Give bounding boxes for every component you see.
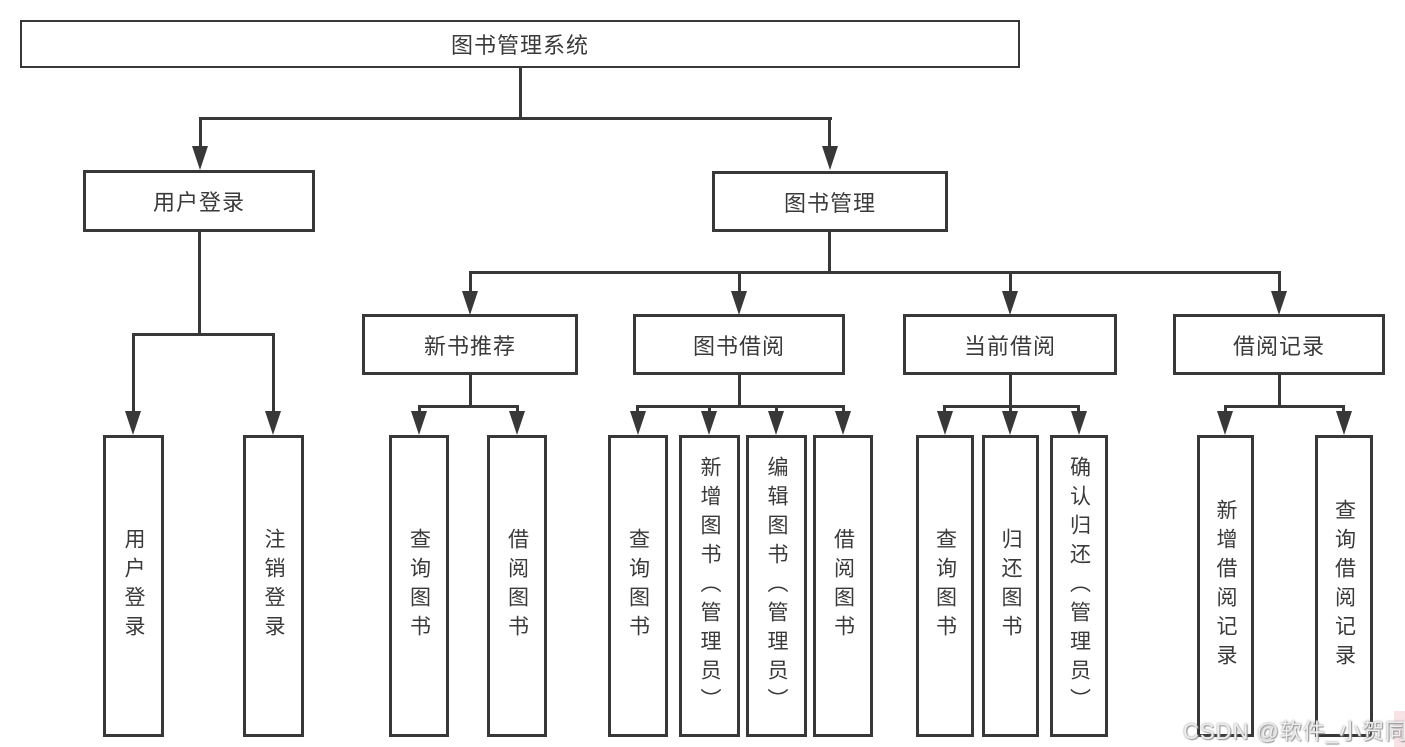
leaf-user-login-label: 用户登录 <box>122 528 145 644</box>
connector-drop-recommend-query <box>418 405 421 414</box>
arrow-to-recommend-query <box>411 411 427 435</box>
connector-book-borrow-stem <box>738 375 741 408</box>
node-user-login: 用户登录 <box>83 170 315 232</box>
connector-drop-bb-edit <box>775 405 778 414</box>
leaf-query-borrow-record-label: 查询借阅记录 <box>1332 499 1356 673</box>
arrow-to-cb-query <box>937 411 953 435</box>
leaf-return-books: 归还图书 <box>982 435 1039 737</box>
node-root-label: 图书管理系统 <box>450 33 589 58</box>
node-root: 图书管理系统 <box>20 20 1020 68</box>
arrow-to-cb-return <box>1002 411 1018 435</box>
arrow-to-leaf-logout <box>265 411 281 435</box>
leaf-logout: 注销登录 <box>243 435 304 737</box>
arrow-to-borrow-records <box>1271 291 1287 315</box>
node-book-borrow-label: 图书借阅 <box>692 333 785 359</box>
leaf-confirm-return-admin-label: 确认归还（管理员） <box>1067 455 1091 717</box>
arrow-to-bb-edit <box>768 411 784 435</box>
leaf-confirm-return-admin: 确认归还（管理员） <box>1050 435 1108 737</box>
connector-root-splitter <box>199 117 832 120</box>
leaf-recommend-query-books-label: 查询图书 <box>407 528 431 644</box>
arrow-to-current-borrow <box>1002 291 1018 315</box>
connector-user-login-stem <box>198 232 201 335</box>
connector-drop-leaf-logout <box>272 333 275 413</box>
node-book-management: 图书管理 <box>712 171 948 232</box>
connector-book-management-stem <box>828 232 831 274</box>
arrow-to-br-query <box>1336 411 1352 435</box>
node-current-borrow-label: 当前借阅 <box>963 333 1056 359</box>
connector-borrow-records-splitter <box>1224 405 1345 408</box>
connector-drop-borrow-records <box>1278 271 1281 293</box>
connector-drop-current-borrow <box>1009 271 1012 293</box>
connector-drop-bb-query <box>636 405 639 414</box>
leaf-recommend-borrow-books-label: 借阅图书 <box>505 528 529 644</box>
connector-drop-cb-confirm <box>1077 405 1080 414</box>
connector-drop-cb-query <box>943 405 946 414</box>
leaf-logout-label: 注销登录 <box>262 528 285 644</box>
leaf-user-login: 用户登录 <box>103 435 164 737</box>
arrow-to-cb-confirm <box>1071 411 1087 435</box>
connector-root-stem <box>519 66 522 120</box>
connector-drop-book-management <box>828 117 831 149</box>
connector-drop-recommend-borrow <box>516 405 519 414</box>
connector-borrow-records-stem <box>1278 375 1281 408</box>
leaf-borrow-books: 借阅图书 <box>813 435 873 737</box>
node-book-management-label: 图书管理 <box>783 190 876 216</box>
connector-book-borrow-splitter <box>636 405 845 408</box>
connector-user-login-splitter <box>132 333 275 336</box>
arrow-to-recommend <box>462 291 478 315</box>
arrow-to-bb-borrow <box>835 411 851 435</box>
leaf-add-borrow-record: 新增借阅记录 <box>1197 435 1254 737</box>
leaf-edit-books-admin-label: 编辑图书（管理员） <box>765 455 788 717</box>
connector-drop-bb-add <box>708 405 711 414</box>
node-book-borrow: 图书借阅 <box>633 314 845 375</box>
connector-drop-book-borrow <box>738 271 741 293</box>
leaf-borrow-query-books-label: 查询图书 <box>626 528 650 644</box>
arrow-to-book-borrow <box>731 291 747 315</box>
node-user-login-label: 用户登录 <box>152 190 245 215</box>
watermark-text: CSDN @软件_小贺同学 <box>1183 719 1405 744</box>
leaf-edit-books-admin: 编辑图书（管理员） <box>746 435 807 737</box>
arrow-to-user-login <box>192 146 208 170</box>
connector-recommend-splitter <box>418 405 519 408</box>
arrow-to-br-add <box>1217 411 1233 435</box>
arrow-to-book-management <box>822 146 838 170</box>
node-new-book-recommend-label: 新书推荐 <box>423 333 516 359</box>
node-borrow-records: 借阅记录 <box>1173 314 1385 375</box>
leaf-query-borrow-record: 查询借阅记录 <box>1315 435 1373 737</box>
connector-book-management-splitter <box>469 271 1281 274</box>
watermark-accent-strip <box>1394 711 1405 747</box>
connector-current-borrow-stem <box>1009 375 1012 408</box>
leaf-add-books-admin: 新增图书（管理员） <box>679 435 740 737</box>
arrow-to-bb-add <box>701 411 717 435</box>
leaf-borrow-query-books: 查询图书 <box>608 435 668 737</box>
connector-drop-leaf-user-login <box>132 333 135 413</box>
connector-drop-br-add <box>1224 405 1227 414</box>
connector-recommend-stem <box>469 375 472 408</box>
leaf-add-books-admin-label: 新增图书（管理员） <box>698 455 721 717</box>
connector-drop-recommend <box>469 271 472 293</box>
leaf-current-query-books-label: 查询图书 <box>933 528 957 644</box>
leaf-recommend-borrow-books: 借阅图书 <box>487 435 547 737</box>
arrow-to-bb-query <box>630 411 646 435</box>
node-new-book-recommend: 新书推荐 <box>362 314 578 375</box>
arrow-to-leaf-user-login <box>125 411 141 435</box>
connector-drop-br-query <box>1342 405 1345 414</box>
node-borrow-records-label: 借阅记录 <box>1232 333 1325 359</box>
leaf-current-query-books: 查询图书 <box>916 435 974 737</box>
leaf-add-borrow-record-label: 新增借阅记录 <box>1214 499 1237 673</box>
leaf-return-books-label: 归还图书 <box>999 528 1022 644</box>
connector-drop-user-login <box>199 117 202 149</box>
leaf-recommend-query-books: 查询图书 <box>389 435 449 737</box>
leaf-borrow-books-label: 借阅图书 <box>831 528 855 644</box>
connector-drop-cb-return <box>1009 405 1012 414</box>
connector-drop-bb-borrow <box>842 405 845 414</box>
node-current-borrow: 当前借阅 <box>903 314 1117 375</box>
arrow-to-recommend-borrow <box>509 411 525 435</box>
